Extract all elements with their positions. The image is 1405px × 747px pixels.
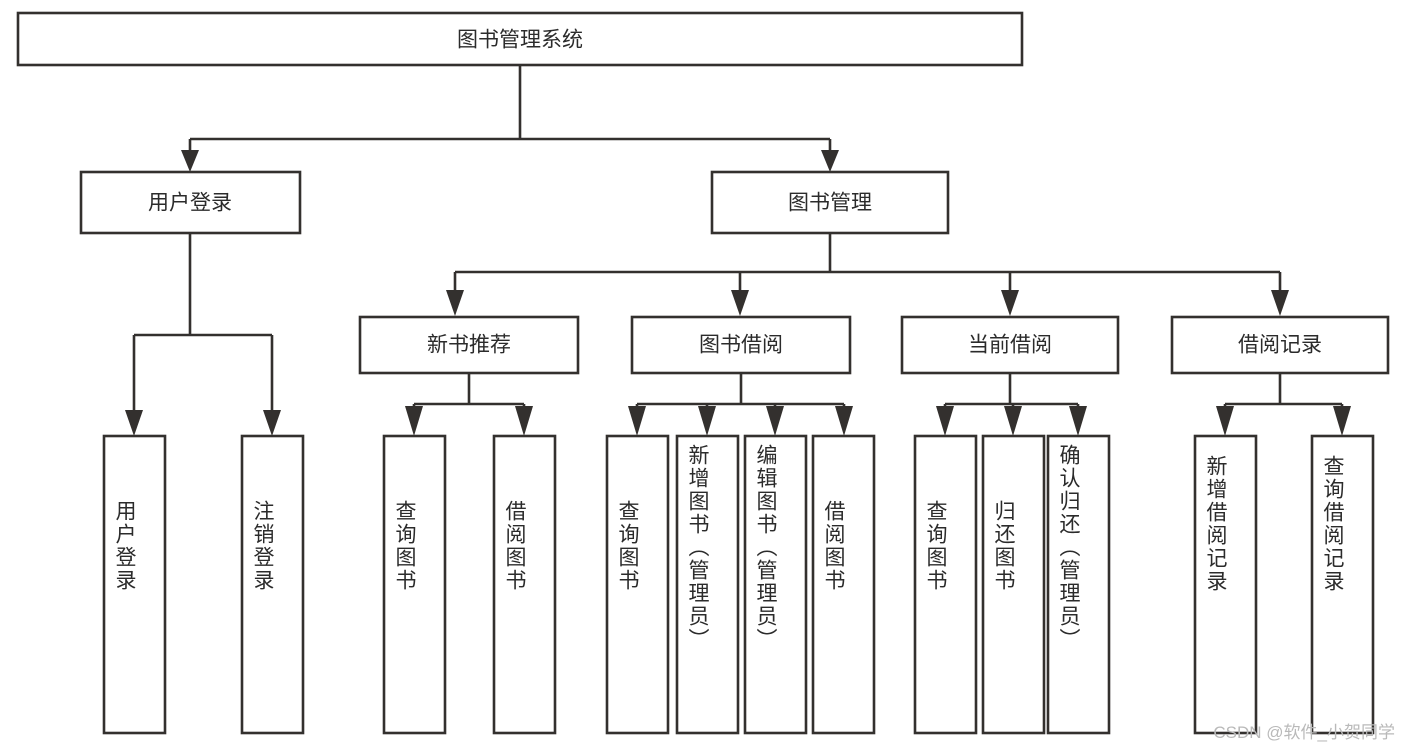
node-root-box[interactable] — [16, 11, 1024, 67]
arrow-head-book-borrow-2 — [698, 406, 716, 436]
arrow-head-current-borrow-1 — [936, 406, 954, 436]
node-current-borrow-label: 当前借阅 — [968, 334, 1052, 357]
node-user-login-label: 用户登录 — [148, 192, 232, 215]
leaf-box-new-book-1[interactable] — [492, 434, 557, 735]
arrow-head-user-login-2 — [263, 410, 281, 436]
arrow-head-level3-2 — [731, 290, 749, 316]
node-book-manage-box[interactable] — [710, 170, 950, 235]
leaf-box-user-login-1[interactable] — [240, 434, 305, 735]
leaf-box-current-borrow-0[interactable] — [913, 434, 978, 735]
node-root-label: 图书管理系统 — [457, 29, 583, 52]
node-new-book-recommend-label: 新书推荐 — [427, 334, 511, 357]
arrow-head-current-borrow-3 — [1069, 406, 1087, 436]
leaf-box-book-borrow-3[interactable] — [811, 434, 876, 735]
arrow-head-level2-2 — [821, 150, 839, 172]
arrow-head-level2-1 — [181, 150, 199, 172]
arrow-head-borrow-record-2 — [1333, 406, 1351, 436]
node-borrow-record-box[interactable] — [1170, 315, 1390, 375]
leaf-box-user-login-0[interactable] — [102, 434, 167, 735]
csdn-watermark: CSDN @软件_小贺同学 — [1213, 723, 1395, 742]
arrow-head-borrow-record-1 — [1216, 406, 1234, 436]
leaf-box-book-borrow-2[interactable] — [743, 434, 808, 735]
arrow-head-level3-3 — [1001, 290, 1019, 316]
node-current-borrow-box[interactable] — [900, 315, 1120, 375]
node-book-manage-label: 图书管理 — [788, 192, 872, 215]
arrow-head-level3-4 — [1271, 290, 1289, 316]
leaf-box-book-borrow-0[interactable] — [605, 434, 670, 735]
arrow-head-book-borrow-3 — [766, 406, 784, 436]
arrow-head-new-book-2 — [515, 406, 533, 436]
arrow-head-user-login-1 — [125, 410, 143, 436]
node-borrow-record-label: 借阅记录 — [1238, 334, 1322, 357]
leaf-box-current-borrow-1[interactable] — [981, 434, 1046, 735]
leaf-box-current-borrow-2[interactable] — [1046, 434, 1111, 735]
node-book-borrow-box[interactable] — [630, 315, 852, 375]
arrow-head-new-book-1 — [405, 406, 423, 436]
arrow-head-current-borrow-2 — [1004, 406, 1022, 436]
node-new-book-recommend-box[interactable] — [358, 315, 580, 375]
leaf-box-borrow-record-1[interactable] — [1310, 434, 1375, 735]
node-book-borrow-label: 图书借阅 — [699, 334, 783, 357]
arrow-head-book-borrow-1 — [628, 406, 646, 436]
leaf-box-borrow-record-0[interactable] — [1193, 434, 1258, 735]
leaf-box-new-book-0[interactable] — [382, 434, 447, 735]
leaf-box-book-borrow-1[interactable] — [675, 434, 740, 735]
arrow-head-book-borrow-4 — [835, 406, 853, 436]
arrow-head-level3-1 — [446, 290, 464, 316]
